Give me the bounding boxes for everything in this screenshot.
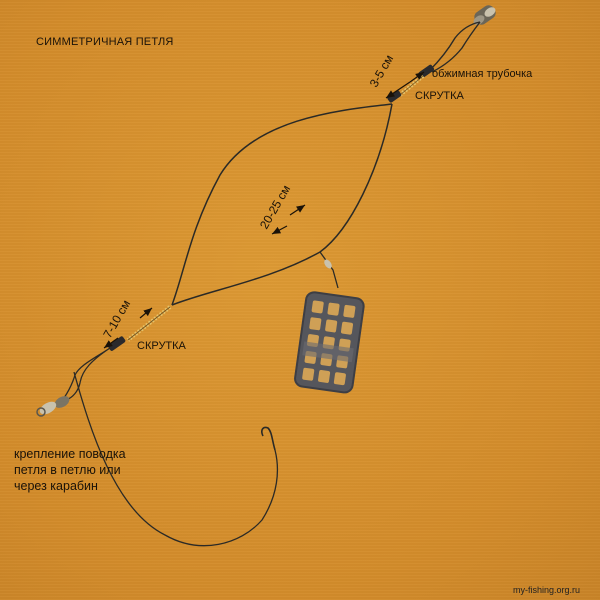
watermark: my-fishing.org.ru [513,585,581,595]
bottom-swivel [36,396,70,417]
loop-right [171,103,393,306]
feeder-swivel [324,259,332,269]
hook-leader [73,371,279,547]
feeder-cage-icon [294,291,365,394]
twist-bottom-label: СКРУТКА [137,340,186,352]
leader-attachment-note: крепление поводка петля в петлю или чере… [14,447,126,493]
feeder-leader [319,251,339,289]
hook-icon [261,426,276,451]
top-loop [429,21,481,73]
diagram-title: СИММЕТРИЧНАЯ ПЕТЛЯ [36,36,174,48]
top-swivel [473,5,496,25]
loop-left [171,103,393,306]
crimp-tube-label: обжимная трубочка [432,68,533,80]
lower-loop [63,347,111,401]
dimension-arrows [103,71,425,349]
twist-top-label: СКРУТКА [415,90,464,102]
